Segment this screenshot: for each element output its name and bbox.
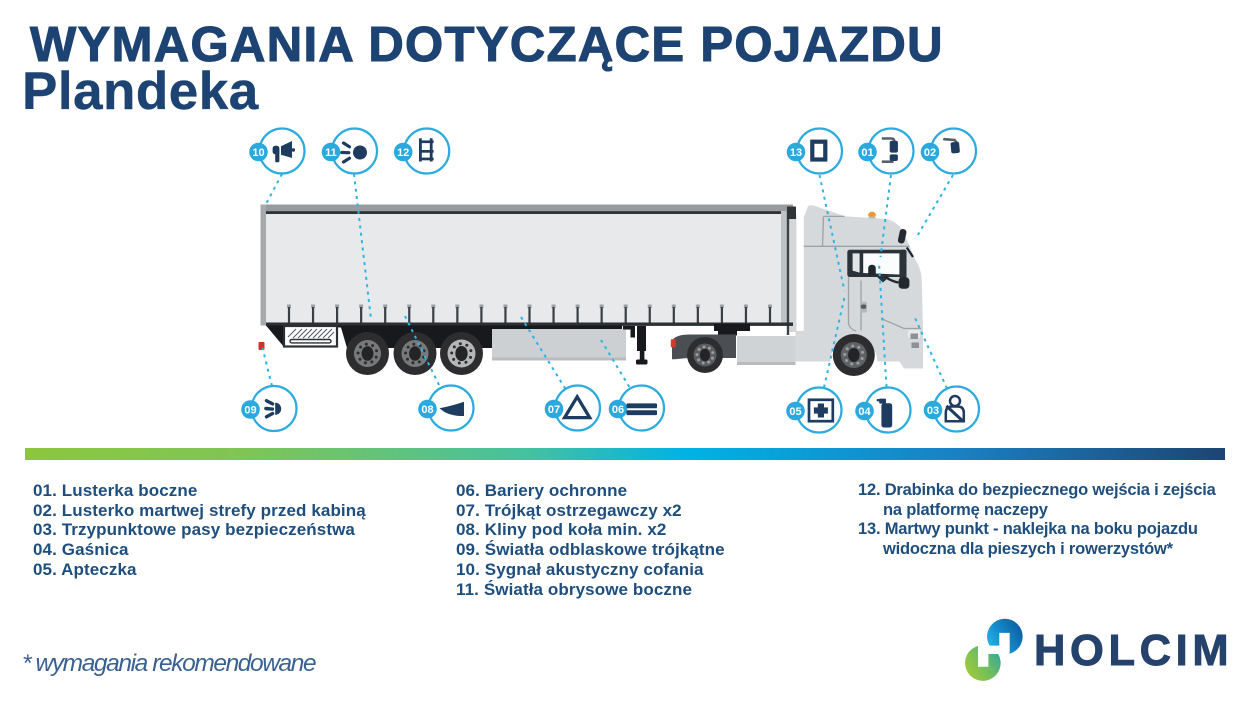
svg-text:04: 04 bbox=[858, 406, 871, 418]
svg-text:08: 08 bbox=[421, 404, 433, 416]
svg-text:09: 09 bbox=[244, 405, 256, 417]
svg-text:05: 05 bbox=[789, 406, 801, 418]
svg-text:06: 06 bbox=[612, 404, 624, 416]
svg-text:02: 02 bbox=[924, 147, 936, 159]
svg-text:12: 12 bbox=[397, 147, 409, 159]
svg-text:11: 11 bbox=[325, 147, 337, 159]
svg-text:07: 07 bbox=[548, 404, 560, 416]
svg-text:10: 10 bbox=[252, 147, 264, 159]
svg-text:03: 03 bbox=[927, 405, 939, 417]
svg-text:01: 01 bbox=[861, 147, 873, 159]
svg-text:13: 13 bbox=[790, 147, 802, 159]
